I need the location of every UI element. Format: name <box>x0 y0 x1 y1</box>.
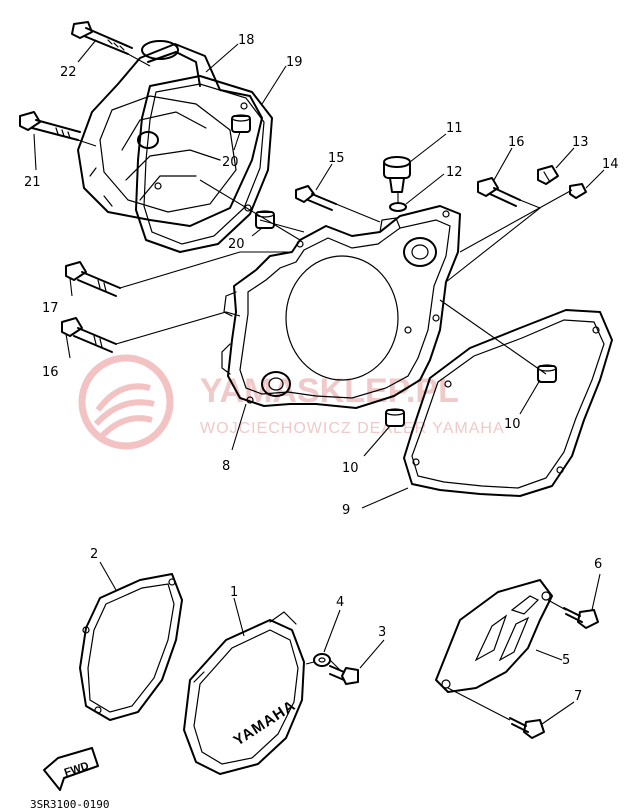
callout-13: 13 <box>572 135 589 150</box>
cover-brand-text: YAMAHA <box>231 697 299 750</box>
callout-14: 14 <box>602 157 619 172</box>
callout-19: 19 <box>286 55 303 70</box>
callout-20-upper: 20 <box>222 155 239 170</box>
assembly-guide-lines <box>77 53 573 375</box>
callout-11: 11 <box>446 121 463 136</box>
part-16-bolt-upper <box>477 177 521 207</box>
watermark-logo <box>78 354 174 450</box>
part-5-guard <box>435 579 553 693</box>
callouts: 22 18 19 21 20 20 11 12 15 16 13 14 17 1… <box>24 33 619 725</box>
part-18-outer-cover <box>77 40 263 227</box>
watermark-subtitle: WOJCIECHOWICZ DEALER YAMAHA <box>200 420 505 437</box>
callout-5: 5 <box>562 653 570 668</box>
part-7-bolt <box>509 717 545 739</box>
part-14-nut <box>569 183 587 199</box>
callout-7: 7 <box>574 689 582 704</box>
callout-12: 12 <box>446 165 463 180</box>
part-15-bolt <box>295 185 337 211</box>
callout-16-upper: 16 <box>508 135 525 150</box>
part-6-bolt <box>563 607 599 629</box>
callout-22: 22 <box>60 65 77 80</box>
callout-1: 1 <box>230 585 238 600</box>
part-20-dowel-pin-a <box>231 114 251 133</box>
callout-17: 17 <box>42 301 59 316</box>
watermark: YAMASKLEP.PL WOJCIECHOWICZ DEALER YAMAHA <box>78 354 505 450</box>
callout-2: 2 <box>90 547 98 562</box>
callout-10-left: 10 <box>342 461 359 476</box>
part-17-bolt <box>65 261 121 297</box>
part-8-crankcase-cover <box>221 205 461 409</box>
part-12-o-ring <box>389 202 407 212</box>
callout-9: 9 <box>342 503 350 518</box>
callout-20-lower: 20 <box>228 237 245 252</box>
part-13-bolt <box>537 165 559 185</box>
part-21-bolt <box>19 111 81 141</box>
callout-6: 6 <box>594 557 602 572</box>
part-4-washer <box>313 653 331 667</box>
lower-guide-lines <box>305 599 567 721</box>
watermark-title: YAMASKLEP.PL <box>200 372 459 410</box>
part-10-dowel-pin-b <box>537 364 557 383</box>
callout-18: 18 <box>238 33 255 48</box>
fwd-arrow: FWD <box>43 747 99 791</box>
part-19-gasket <box>135 75 273 253</box>
part-2-gasket <box>79 573 183 721</box>
callout-4: 4 <box>336 595 344 610</box>
callout-16-lower: 16 <box>42 365 59 380</box>
callout-10-right: 10 <box>504 417 521 432</box>
part-16-bolt-lower <box>61 317 117 353</box>
part-3-bolt <box>329 665 359 685</box>
callout-8: 8 <box>222 459 230 474</box>
part-11-plug <box>383 156 411 193</box>
part-22-bolt <box>71 21 133 55</box>
callout-21: 21 <box>24 175 41 190</box>
callout-3: 3 <box>378 625 386 640</box>
callout-15: 15 <box>328 151 345 166</box>
drawing-code: 3SR3100-0190 <box>30 798 109 811</box>
part-10-dowel-pin-a <box>385 408 405 427</box>
part-1-magneto-cover: YAMAHA <box>183 611 305 775</box>
part-9-gasket <box>403 309 613 497</box>
